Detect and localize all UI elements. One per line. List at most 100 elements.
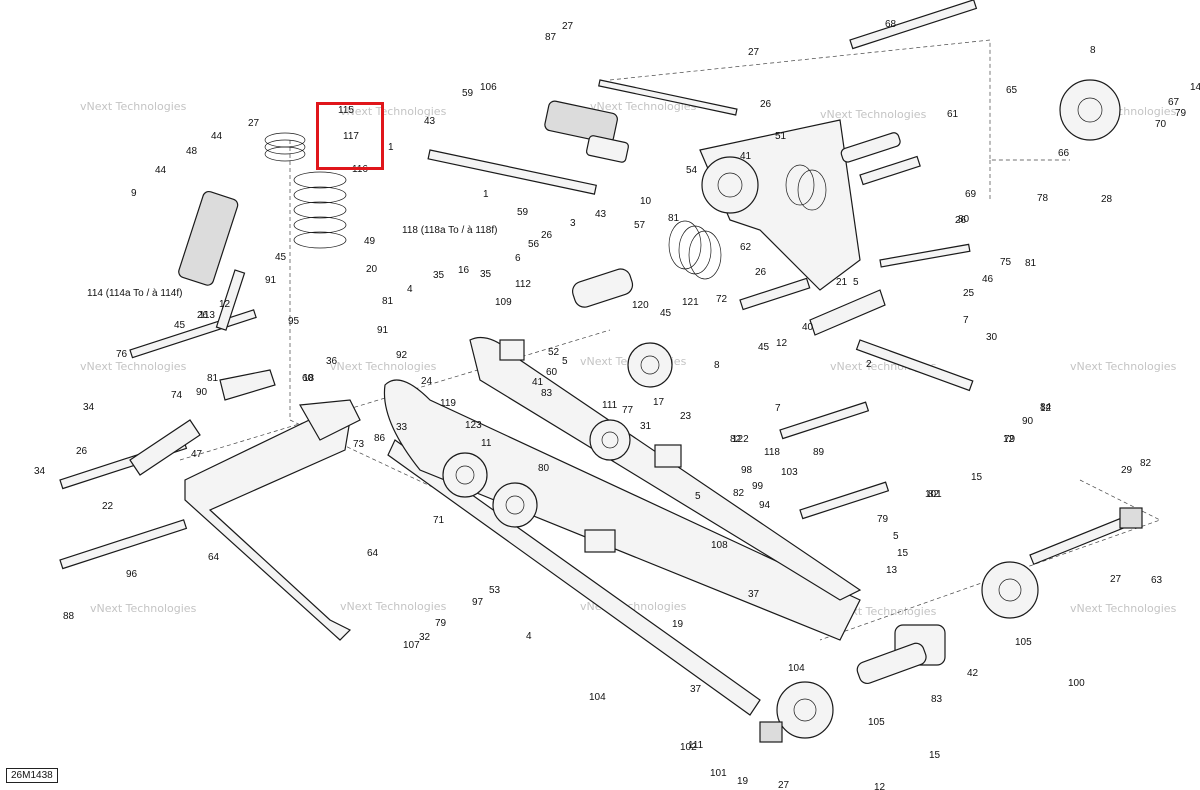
label: 60	[302, 373, 314, 384]
axle-3	[129, 309, 257, 359]
label: 15	[971, 472, 983, 483]
label: 98	[741, 465, 753, 476]
label: 49	[364, 236, 376, 247]
label: 20	[366, 264, 378, 275]
label: 35	[480, 269, 492, 280]
label: 35	[433, 270, 445, 281]
label: 4	[526, 631, 532, 642]
label: 37	[748, 589, 760, 600]
label: 81	[207, 373, 219, 384]
label: 94	[759, 500, 771, 511]
label: 25	[963, 288, 975, 299]
label: 59	[517, 207, 529, 218]
wheel-69	[1059, 79, 1121, 141]
label: 89	[813, 447, 825, 458]
label: 5	[853, 277, 859, 288]
label: 81	[382, 296, 394, 307]
label: 2	[866, 359, 872, 370]
label: 70	[1155, 119, 1167, 130]
label: 101	[925, 489, 942, 500]
watermark: vNext Technologies	[1070, 360, 1177, 373]
label: 51	[775, 131, 787, 142]
label: 27	[248, 118, 260, 129]
rail-assembly	[383, 336, 862, 716]
label: 23	[680, 411, 692, 422]
rear-arm	[184, 409, 352, 641]
rail-wheel-1	[442, 452, 488, 498]
link-76	[219, 369, 276, 401]
label: 43	[595, 209, 607, 220]
label: 5	[562, 356, 568, 367]
label: 52	[548, 347, 560, 358]
label: 54	[686, 165, 698, 176]
label: 26	[541, 230, 553, 241]
label: 79	[1175, 108, 1187, 119]
label: 67	[1168, 97, 1180, 108]
label: 92	[396, 350, 408, 361]
label: 103	[781, 467, 798, 478]
label: 41	[532, 377, 544, 388]
label: 78	[1037, 193, 1049, 204]
label: 8	[1090, 45, 1096, 56]
rod	[598, 79, 738, 116]
label: 82	[730, 434, 742, 445]
label: 19	[672, 619, 684, 630]
label: 96	[126, 569, 138, 580]
label: 34	[34, 466, 46, 477]
arm-pivot	[299, 399, 361, 441]
label: 24	[421, 376, 433, 387]
shaft-94	[799, 481, 890, 520]
axle-2	[59, 519, 188, 570]
label: 32	[419, 632, 431, 643]
label: 56	[528, 239, 540, 250]
diagram-code: 26M1438	[6, 768, 58, 783]
label: 7	[775, 403, 781, 414]
label: 66	[1058, 148, 1070, 159]
label: 105	[868, 717, 885, 728]
label: 9	[131, 188, 137, 199]
label: 15	[897, 548, 909, 559]
label: 12	[1040, 403, 1052, 414]
block-101	[1119, 507, 1143, 529]
label: 7	[963, 315, 969, 326]
callout-114: 114 (114a To / à 114f)	[87, 288, 182, 299]
label: 4	[407, 284, 413, 295]
label: 75	[1000, 257, 1012, 268]
label: 21	[836, 277, 848, 288]
label: 82	[928, 489, 940, 500]
label: 19	[737, 776, 749, 787]
label: 45	[174, 320, 186, 331]
label: 104	[788, 663, 805, 674]
label: 99	[752, 481, 764, 492]
bushing-61	[840, 132, 901, 163]
label: 15	[929, 750, 941, 761]
shaft	[427, 149, 597, 195]
shaft-98	[779, 401, 870, 440]
label: 31	[640, 421, 652, 432]
label: 62	[740, 242, 752, 253]
left-rail	[383, 379, 861, 641]
shock-rod	[215, 269, 246, 331]
slider-97	[584, 529, 616, 553]
label: 61	[947, 109, 959, 120]
label: 26	[755, 267, 767, 278]
label: 27	[748, 47, 760, 58]
label: 11	[481, 438, 492, 449]
label: 5	[893, 531, 899, 542]
label: 81	[1025, 258, 1037, 269]
label: 64	[208, 552, 220, 563]
label: 100	[1068, 678, 1085, 689]
front-shaft	[849, 0, 978, 50]
label: 113	[199, 310, 215, 321]
upper-shock-end	[585, 135, 629, 163]
label: 105	[1015, 637, 1032, 648]
label: 26	[955, 215, 967, 226]
label: 91	[265, 275, 277, 286]
label: 37	[690, 684, 702, 695]
label: 72	[716, 294, 728, 305]
wheels	[442, 79, 1121, 739]
label: 68	[885, 19, 897, 30]
label: 30	[986, 332, 998, 343]
shaft-46	[879, 243, 971, 268]
label: 83	[541, 388, 553, 399]
